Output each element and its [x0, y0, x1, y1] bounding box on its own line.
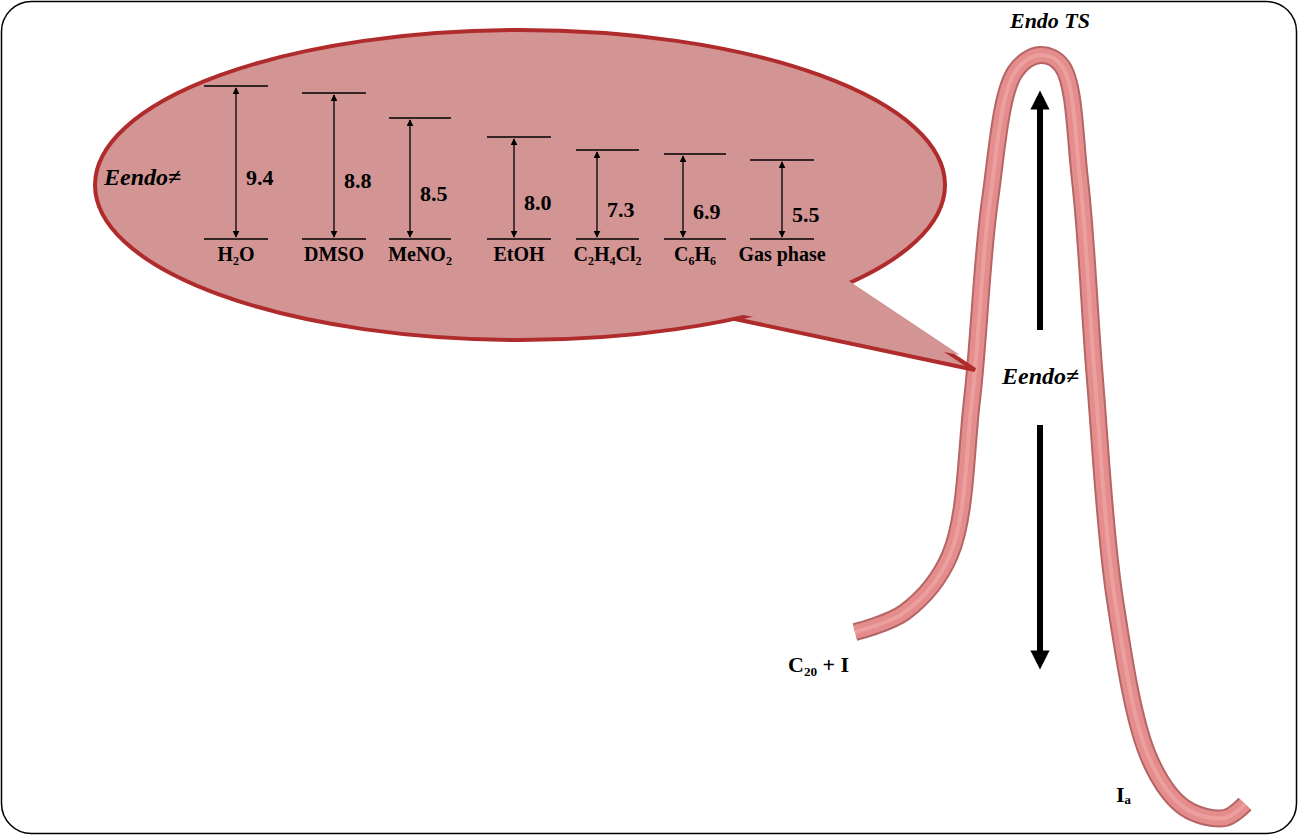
reactant-label: C₂₀ + I	[788, 652, 849, 677]
reactant-level	[664, 238, 726, 240]
reactant-level	[576, 238, 639, 240]
ts-level	[664, 153, 726, 155]
barrier-arrow	[781, 162, 782, 237]
barrier-arrow-down	[1037, 425, 1043, 660]
barrier-arrow	[596, 152, 597, 237]
solvent-label: C₂H₄Cl₂	[574, 243, 642, 266]
barrier-arrow	[682, 156, 683, 237]
barrier-arrow	[513, 139, 514, 237]
ts-level	[389, 117, 451, 119]
solvent-label: EtOH	[493, 243, 544, 266]
reactant-level	[204, 238, 268, 240]
callout-bubble: Eendo≠ 9.4 8.8 8.5 8.0 7.3 6.9 5.5H₂O DMSO MeNO₂ E…	[90, 25, 950, 355]
barrier-arrow-up	[1037, 100, 1043, 330]
barrier-arrow	[409, 120, 410, 237]
barrier-value: 6.9	[693, 199, 721, 224]
bubble-shape	[90, 25, 950, 355]
solvent-label: C₆H₆	[674, 243, 716, 266]
energy-symbol: Eendo≠	[104, 164, 181, 192]
barrier-value: 5.5	[792, 202, 820, 227]
barrier-value: 8.8	[344, 168, 372, 193]
ts-level	[576, 149, 639, 151]
reactant-level	[302, 238, 366, 240]
barrier-value: 7.3	[607, 197, 635, 222]
barrier-value: 8.5	[420, 181, 448, 206]
solvent-label: MeNO₂	[388, 243, 452, 266]
barrier-value: 8.0	[524, 190, 552, 215]
ts-level	[750, 159, 814, 161]
bubble-joint	[738, 279, 960, 355]
ts-level	[204, 85, 268, 87]
barrier-arrow	[333, 95, 334, 237]
reactant-level	[389, 238, 451, 240]
barrier-value: 9.4	[246, 165, 274, 190]
ts-level	[487, 136, 551, 138]
solvent-label: Gas phase	[738, 243, 825, 266]
ts-level	[302, 92, 366, 94]
reactant-level	[750, 238, 814, 240]
reactant-level	[487, 238, 551, 240]
energy-symbol: Eendo≠	[1002, 363, 1079, 391]
solvent-label: H₂O	[217, 243, 254, 266]
solvent-label: DMSO	[304, 243, 364, 266]
product-label: Iₐ	[1116, 782, 1131, 807]
state-label: Endo TS	[1010, 8, 1090, 33]
barrier-arrow	[235, 88, 236, 237]
